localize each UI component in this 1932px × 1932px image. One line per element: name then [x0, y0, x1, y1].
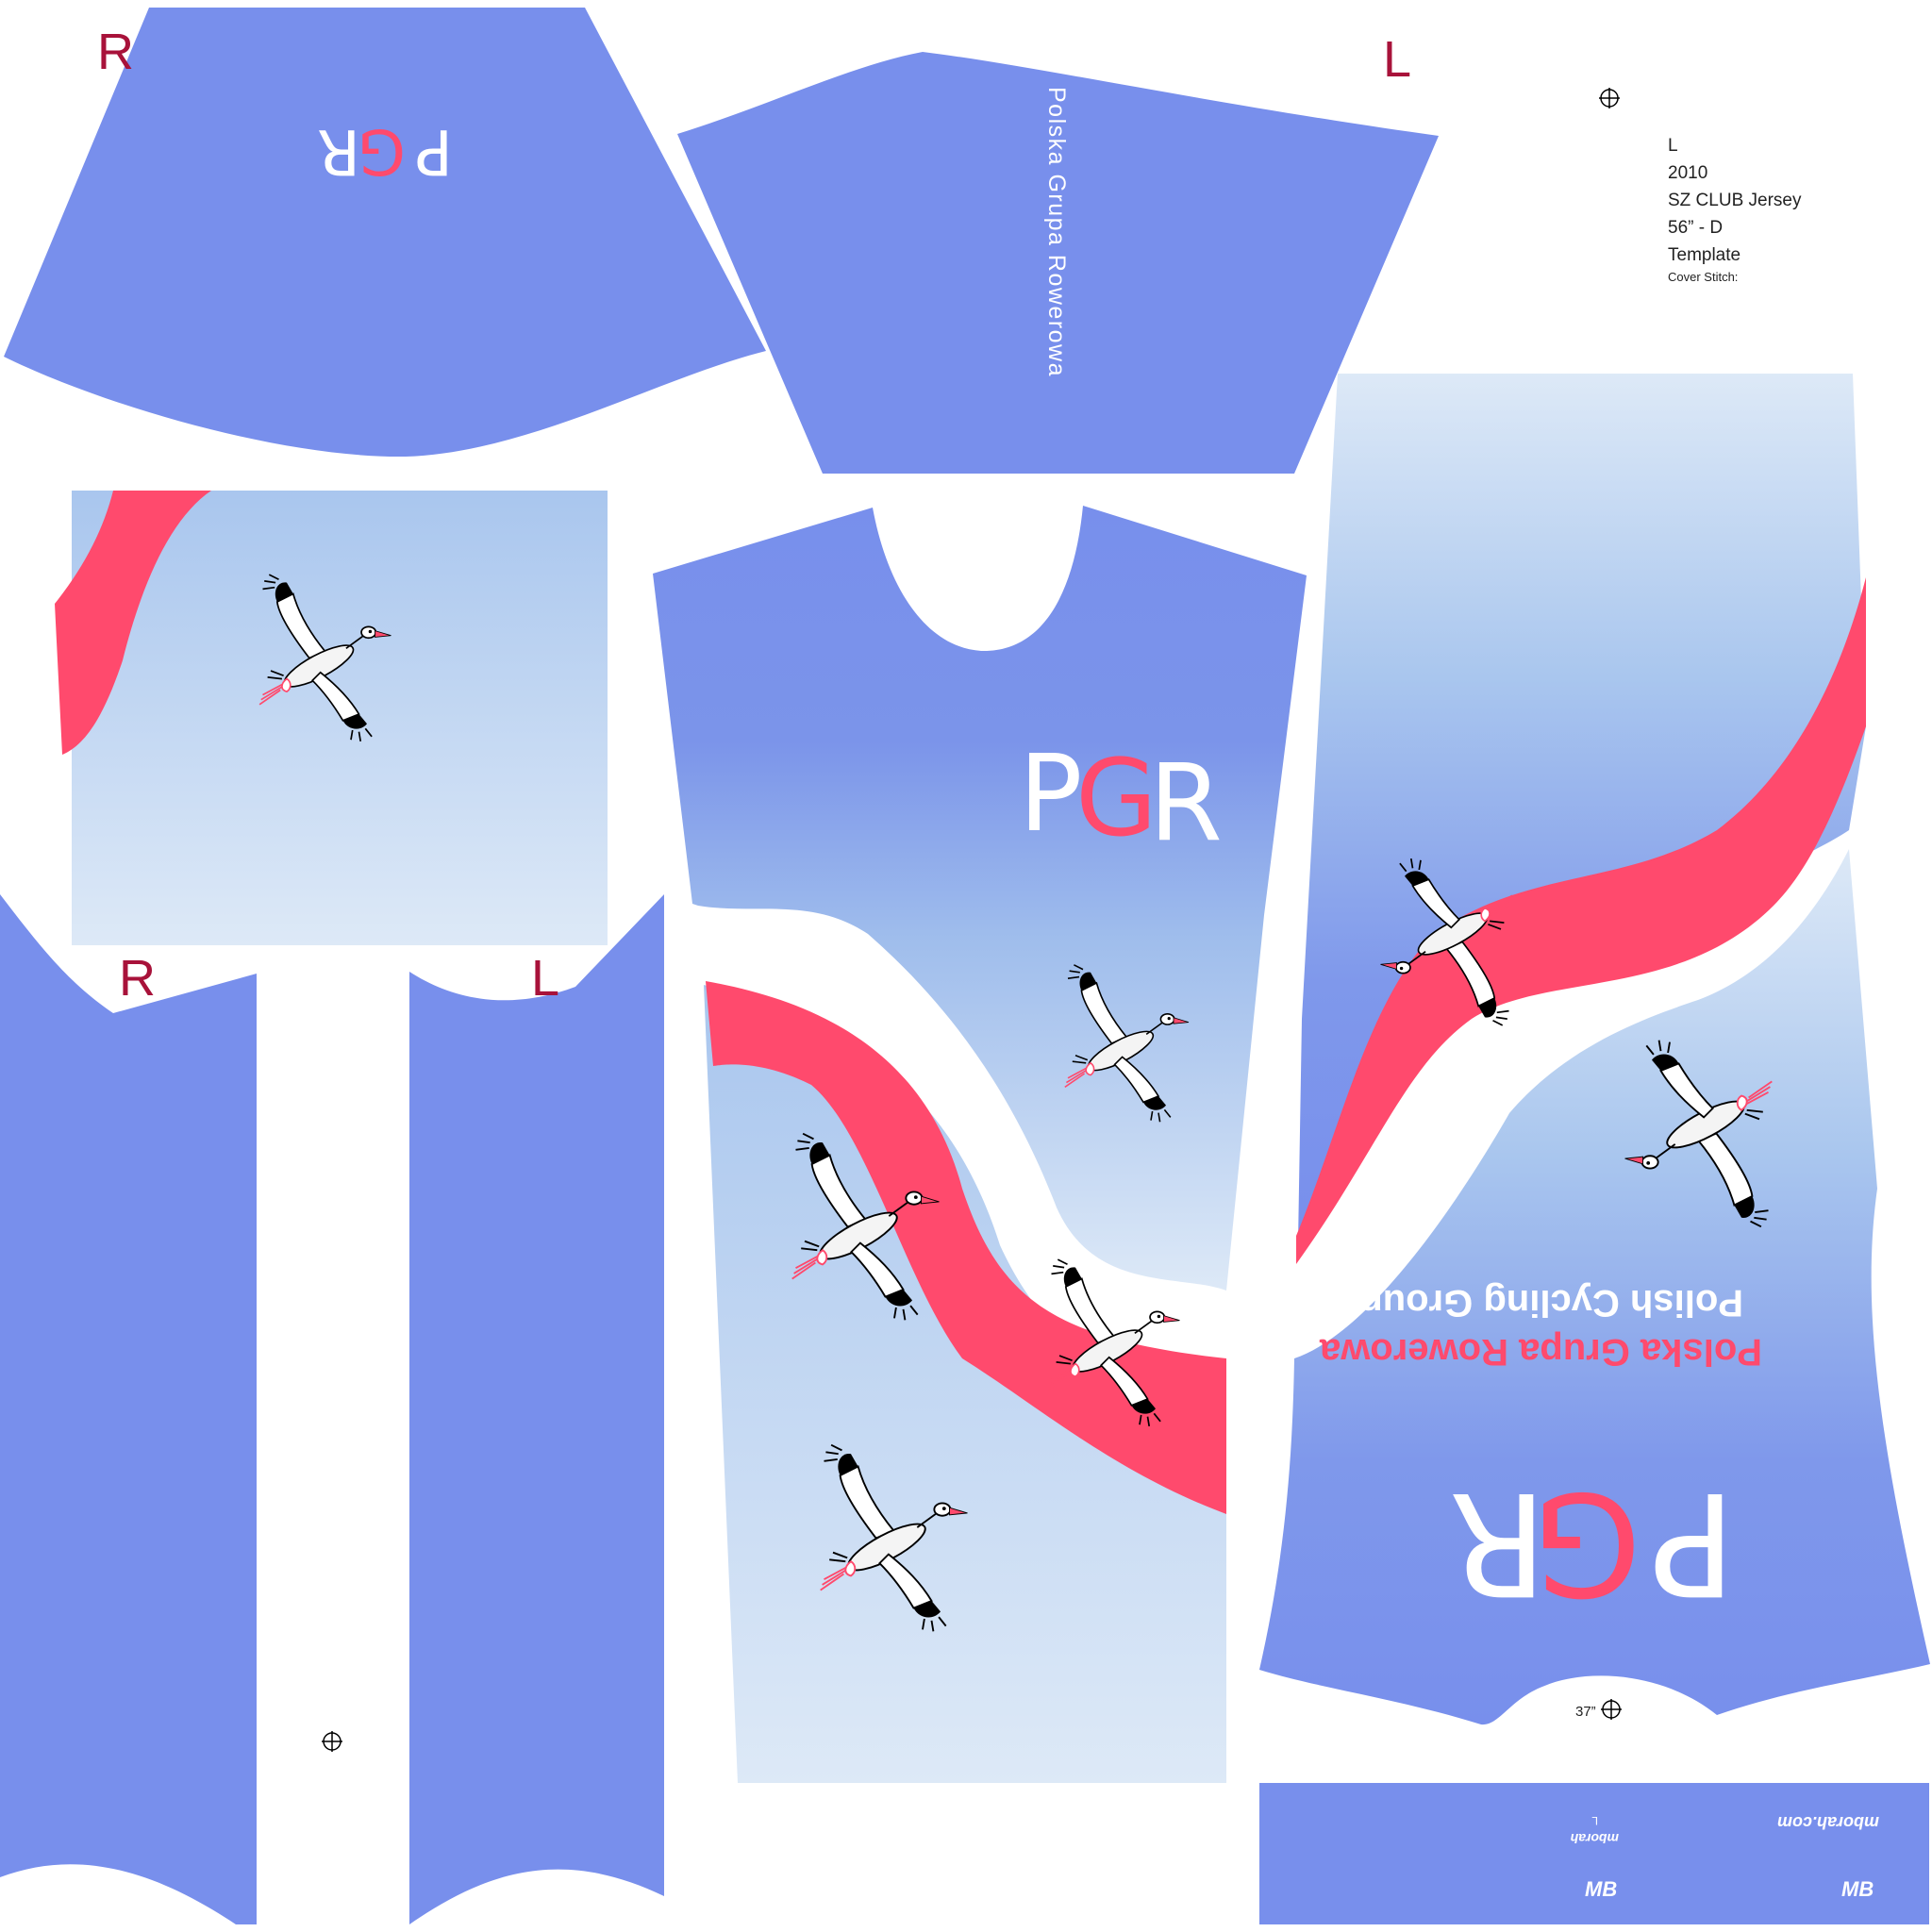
measure-label: 37” [1575, 1704, 1596, 1720]
collar-right-mark: R [97, 24, 134, 80]
svg-text:R: R [1449, 1460, 1547, 1624]
template-spec: 56” - D [1668, 218, 1724, 238]
svg-text:Polish Cycling Group: Polish Cycling Group [1359, 1282, 1743, 1324]
template-year: 2010 [1668, 163, 1708, 183]
collar-panel-right [4, 8, 766, 458]
back-pgr-logo: P G R [1449, 1460, 1736, 1624]
svg-text:G: G [358, 115, 406, 188]
sleeve-left-mark: L [531, 950, 560, 1007]
front-pgr-logo: P G R [1019, 733, 1223, 865]
waistband-panel [1259, 1783, 1929, 1924]
svg-text:P: P [1651, 1460, 1736, 1624]
svg-text:Polska Grupa Rowerowa: Polska Grupa Rowerowa [1319, 1331, 1762, 1373]
svg-text:G: G [1532, 1460, 1641, 1624]
shoulder-panel [55, 491, 608, 945]
front-panel [653, 506, 1307, 1783]
collar-left-mark: L [1383, 31, 1412, 88]
sleeve-panel-right [0, 894, 257, 1924]
template-product: SZ CLUB Jersey [1668, 191, 1802, 210]
template-cover-stitch: Cover Stitch: [1668, 270, 1739, 284]
registration-mark [1599, 88, 1620, 108]
back-panel [1259, 374, 1930, 1725]
svg-text:R: R [1149, 742, 1223, 865]
registration-mark [1601, 1699, 1622, 1720]
svg-text:mborah.com: mborah.com [1777, 1813, 1879, 1832]
waistband-branding: mborah.com MB MB mborah L [1571, 1813, 1879, 1901]
svg-text:mborah: mborah [1571, 1831, 1619, 1846]
template-info: L 2010 SZ CLUB Jersey 56” - D Template C… [1668, 132, 1801, 286]
svg-text:MB: MB [1841, 1877, 1874, 1901]
sleeve-right-mark: R [119, 950, 156, 1007]
template-size: L [1668, 136, 1678, 156]
svg-text:P: P [1019, 733, 1083, 856]
template-kind: Template [1668, 245, 1741, 265]
collar-text: Polska Grupa Rowerowa [1043, 87, 1070, 377]
svg-text:R: R [317, 115, 360, 188]
back-text: Polska Grupa Rowerowa Polish Cycling Gro… [1319, 1282, 1762, 1373]
sleeve-panel-left [409, 894, 664, 1924]
svg-text:P: P [415, 115, 453, 188]
collar-panel-left [677, 52, 1439, 474]
collar-pgr-logo: P G R [317, 115, 453, 188]
svg-text:MB: MB [1585, 1877, 1617, 1901]
registration-mark [322, 1731, 342, 1752]
svg-text:L: L [1591, 1814, 1598, 1827]
svg-text:G: G [1075, 738, 1158, 860]
